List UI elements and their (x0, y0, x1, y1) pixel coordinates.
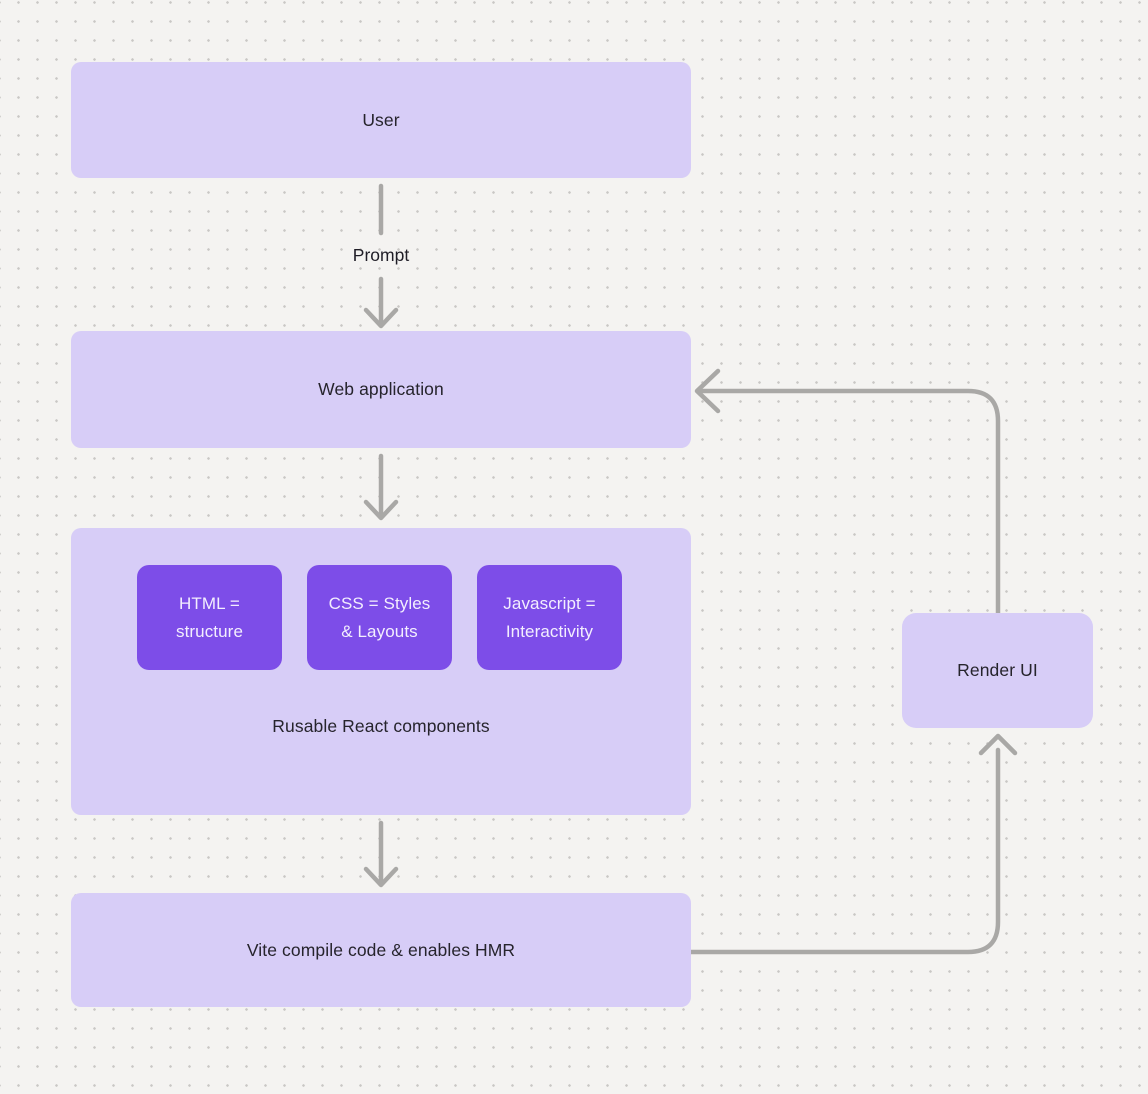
chip-javascript[interactable]: Javascript = Interactivity (477, 565, 622, 670)
node-web-application-label: Web application (318, 379, 444, 399)
chip-javascript-line1: Javascript = (503, 593, 596, 613)
node-user[interactable]: User (71, 62, 691, 178)
node-components-group[interactable]: HTML = structure CSS = Styles & Layouts … (71, 528, 691, 815)
edge-webapp-to-components[interactable] (363, 453, 399, 521)
edge-components-to-vite[interactable] (363, 820, 399, 888)
node-web-application[interactable]: Web application (71, 331, 691, 448)
chip-css[interactable]: CSS = Styles & Layouts (307, 565, 452, 670)
edge-render-ui-to-webapp[interactable] (694, 368, 1001, 616)
chip-html-line2: structure (175, 621, 244, 641)
components-group-label: Rusable React components (272, 716, 490, 736)
node-render-ui-label: Render UI (957, 660, 1038, 680)
edge-label-prompt[interactable]: Prompt (352, 245, 410, 265)
chip-css-line1: CSS = Styles (328, 593, 431, 613)
chip-javascript-line2: Interactivity (505, 621, 594, 641)
chip-html[interactable]: HTML = structure (137, 565, 282, 670)
edge-user-to-webapp[interactable] (363, 183, 399, 329)
node-user-label: User (362, 109, 400, 130)
chip-css-line2: & Layouts (341, 621, 418, 641)
chip-html-line1: HTML = (179, 593, 240, 613)
node-vite[interactable]: Vite compile code & enables HMR (71, 893, 691, 1007)
node-render-ui[interactable]: Render UI (902, 613, 1093, 728)
edge-vite-to-render-ui[interactable] (688, 733, 1018, 955)
node-vite-label: Vite compile code & enables HMR (246, 939, 516, 960)
